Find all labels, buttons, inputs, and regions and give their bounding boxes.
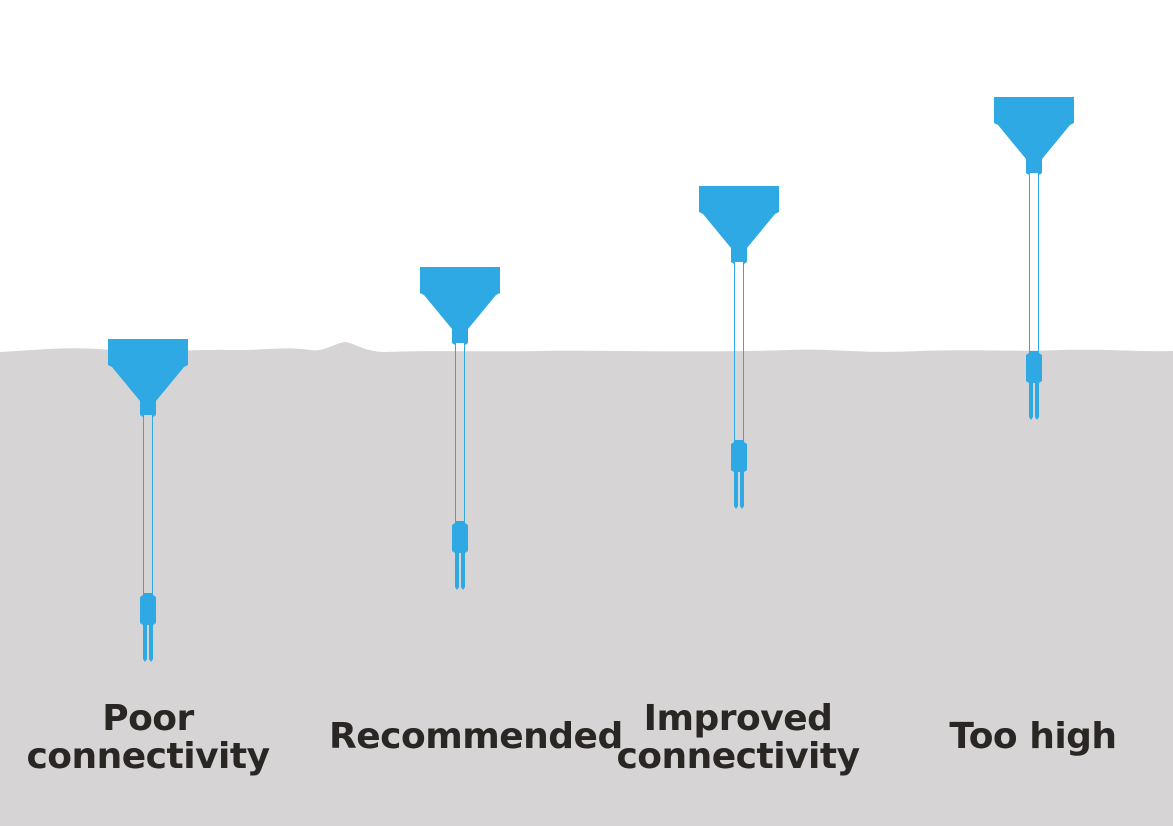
sensor-icon [420,267,500,590]
label-poor-connectivity: Poor connectivity [18,700,278,776]
label-line: Improved [643,698,833,739]
sensor-icon [108,339,188,662]
label-line: connectivity [26,736,270,777]
sensor-recommended [420,267,500,590]
sensor-too-high [994,97,1074,420]
label-recommended: Recommended [329,716,623,757]
label-improved-connectivity: Improved connectivity [608,700,868,776]
sensor-icon [994,97,1074,420]
soil-ground [0,342,1173,826]
sensor-icon [699,186,779,509]
label-line: Recommended [329,716,623,757]
sensor-improved-connectivity [699,186,779,509]
label-line: Too high [949,716,1117,757]
sensor-poor-connectivity [108,339,188,662]
label-too-high: Too high [903,718,1163,756]
label-line: connectivity [616,736,860,777]
label-line: Poor [102,698,194,739]
